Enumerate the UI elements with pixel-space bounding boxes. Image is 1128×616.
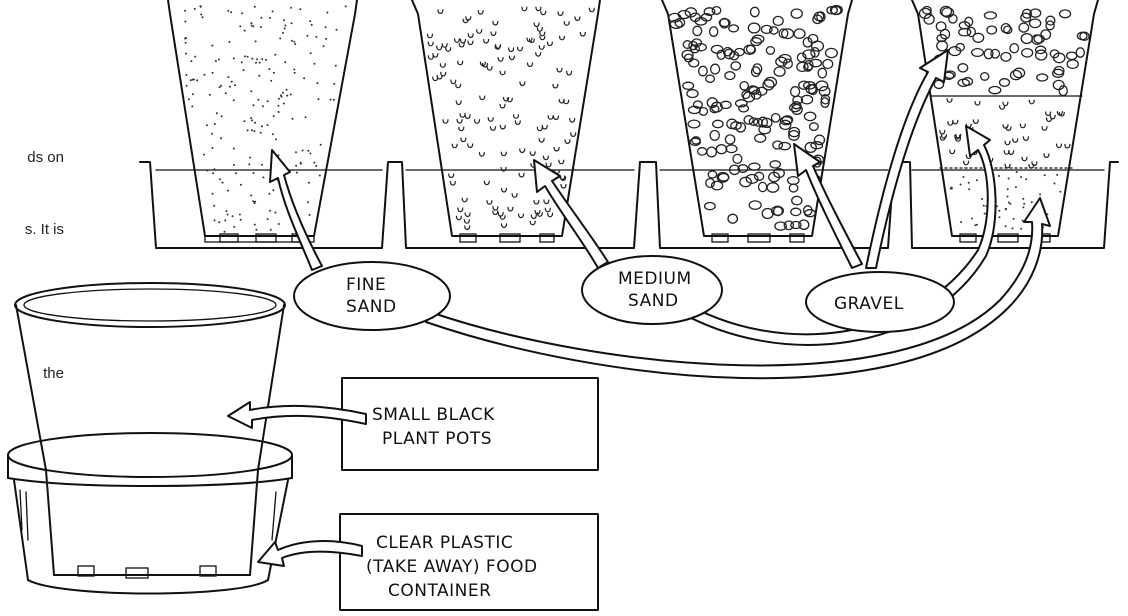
- callout-small-black-plant-pots: SMALL BLACK PLANT POTS: [228, 378, 598, 470]
- label-fine-sand: FINE SAND: [294, 262, 450, 330]
- label-medium-sand: MEDIUM SAND: [582, 256, 722, 324]
- container-line-3: CONTAINER: [388, 581, 491, 601]
- pot-medium-sand: [412, 0, 600, 242]
- fine-sand-line-1: FINE: [346, 275, 386, 295]
- plant-pots-line-1: SMALL BLACK: [372, 405, 495, 425]
- fine-sand-line-2: SAND: [346, 297, 397, 317]
- arrow-gravel-to-pot4-top: [866, 50, 948, 268]
- pot-fine-sand: [168, 0, 357, 242]
- medium-sand-line-2: SAND: [628, 291, 679, 311]
- label-gravel: GRAVEL: [806, 272, 954, 332]
- callout-clear-plastic-container: CLEAR PLASTIC (TAKE AWAY) FOOD CONTAINER: [258, 514, 598, 610]
- clear-plastic-container-illustration: [8, 433, 292, 594]
- arrow-fine-to-pot1: [270, 150, 322, 270]
- gravel-fill: [669, 6, 843, 231]
- medium-sand-line-1: MEDIUM: [618, 269, 692, 289]
- container-line-2: (TAKE AWAY) FOOD: [366, 557, 538, 577]
- pot-layered: [912, 0, 1098, 242]
- container-line-1: CLEAR PLASTIC: [376, 533, 513, 553]
- gravel-label: GRAVEL: [834, 294, 904, 314]
- plant-pots-line-2: PLANT POTS: [382, 429, 492, 449]
- fine-sand-fill: [184, 5, 347, 233]
- plant-pot-illustration: [15, 283, 285, 470]
- arrow-gravel-to-pot3: [794, 144, 862, 268]
